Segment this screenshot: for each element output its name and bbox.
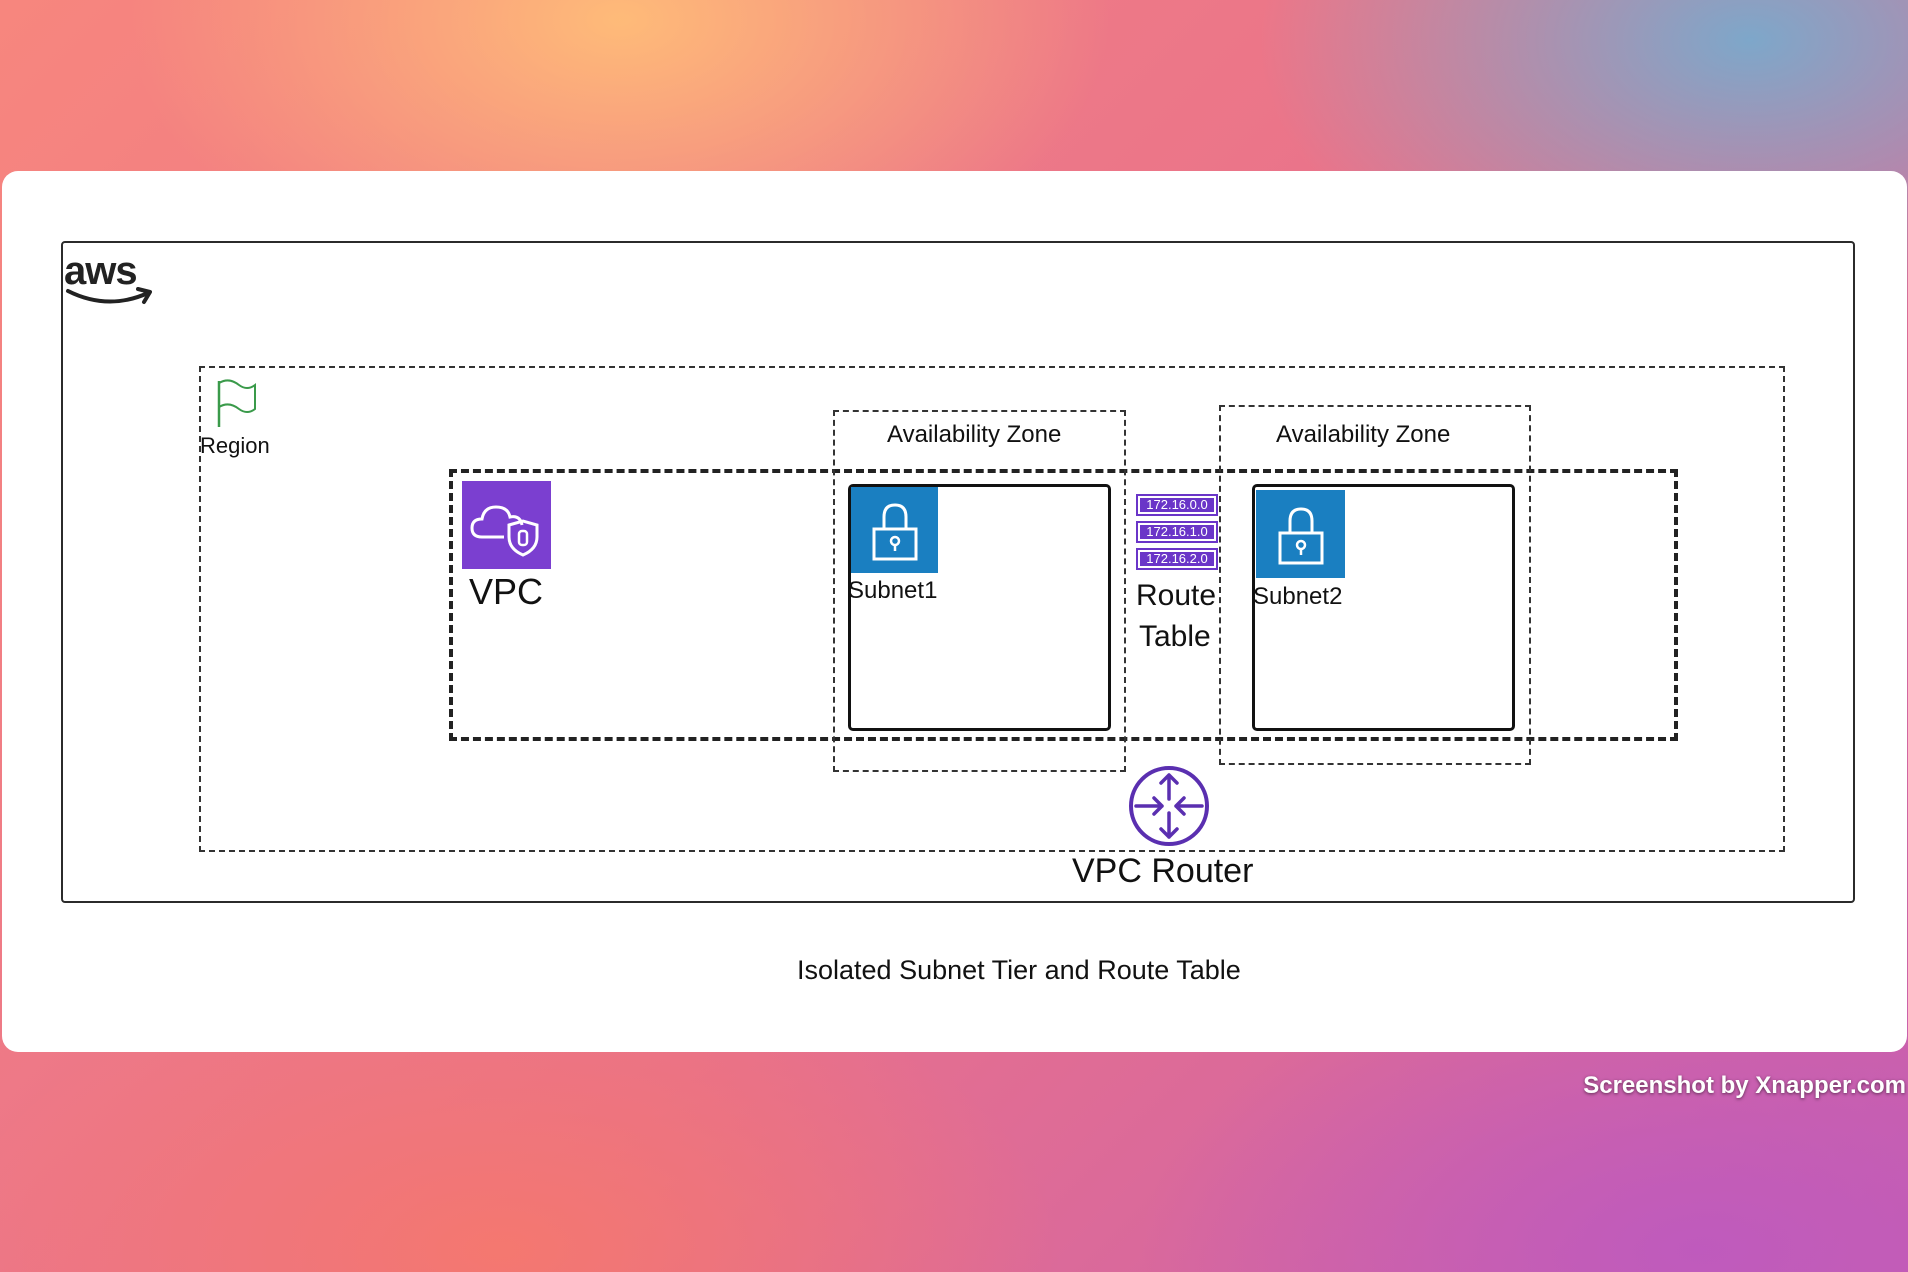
vpc-icon xyxy=(462,481,551,569)
lock-icon xyxy=(872,503,918,561)
aws-smile-icon xyxy=(66,287,152,304)
vpc-cloud-shield-icon xyxy=(470,505,539,557)
subnet-1-box xyxy=(848,484,1111,731)
route-table-entry: 172.16.0.0 xyxy=(1136,494,1218,516)
subnet-2-label: Subnet2 xyxy=(1253,583,1343,610)
aws-cloud-boundary xyxy=(61,241,1855,903)
router-icon xyxy=(1129,766,1209,846)
subnet-1-icon xyxy=(851,487,938,573)
route-table-entry-text: 172.16.2.0 xyxy=(1140,552,1214,566)
availability-zone-2-label: Availability Zone xyxy=(1276,421,1451,448)
flag-icon xyxy=(217,379,256,427)
route-table-entry-text: 172.16.1.0 xyxy=(1140,525,1214,539)
subnet-2-box xyxy=(1252,484,1515,731)
aws-logo-text: aws xyxy=(64,249,138,293)
route-table-entry: 172.16.2.0 xyxy=(1136,548,1218,570)
route-table-icon: 172.16.0.0 172.16.1.0 172.16.2.0 xyxy=(1136,494,1218,574)
availability-zone-1-label: Availability Zone xyxy=(887,421,1062,448)
router-label: VPC Router xyxy=(1072,852,1254,890)
vpc-label: VPC xyxy=(469,571,544,612)
route-table-entry: 172.16.1.0 xyxy=(1136,521,1218,543)
route-table-label-line2: Table xyxy=(1139,620,1211,653)
availability-zone-2 xyxy=(1219,405,1531,765)
route-table-entry-text: 172.16.0.0 xyxy=(1140,498,1214,512)
diagram-caption: Isolated Subnet Tier and Route Table xyxy=(797,955,1241,985)
lock-icon xyxy=(1278,507,1324,565)
availability-zone-1 xyxy=(833,410,1126,772)
diagram-card: aws Region VPC Availability Zone Availab… xyxy=(2,171,1907,1052)
watermark: Screenshot by Xnapper.com xyxy=(1583,1072,1906,1099)
route-table-label-line1: Route xyxy=(1136,579,1217,612)
aws-logo: aws xyxy=(64,249,160,309)
subnet-2-icon xyxy=(1256,490,1345,578)
region-label: Region xyxy=(200,433,270,458)
region-boundary xyxy=(199,366,1785,852)
subnet-1-label: Subnet1 xyxy=(848,577,938,604)
vpc-boundary xyxy=(449,469,1678,741)
